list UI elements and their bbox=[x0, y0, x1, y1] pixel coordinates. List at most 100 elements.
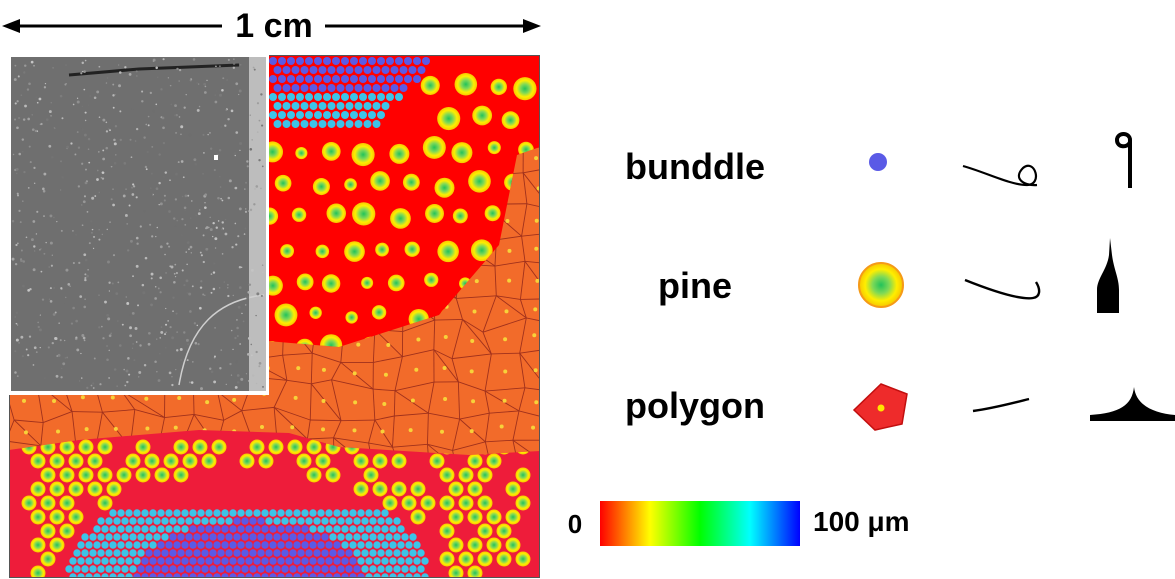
bundle-domain bbox=[417, 565, 425, 573]
pine-domain bbox=[448, 509, 464, 525]
photo-speckle bbox=[49, 241, 53, 245]
photo-speckle bbox=[112, 254, 116, 257]
bundle-domain bbox=[209, 549, 217, 557]
photo-speckle bbox=[45, 241, 47, 244]
photo-speckle bbox=[159, 202, 163, 206]
grain-boundary bbox=[310, 419, 342, 422]
photo-speckle bbox=[20, 249, 23, 252]
photo-speckle bbox=[116, 320, 119, 322]
photo-speckle bbox=[188, 248, 190, 251]
bundle-domain bbox=[261, 557, 269, 565]
grain-boundary bbox=[374, 415, 395, 421]
bundle-domain bbox=[113, 533, 121, 541]
photo-speckle bbox=[70, 142, 73, 145]
photo-speckle bbox=[230, 109, 234, 113]
pine-domain bbox=[437, 107, 461, 131]
bundle-domain bbox=[349, 509, 357, 517]
pine-domain bbox=[135, 467, 151, 483]
bundle-domain bbox=[169, 549, 177, 557]
bundle-domain bbox=[350, 93, 358, 101]
bundle-domain bbox=[205, 525, 213, 533]
photo-speckle bbox=[84, 258, 88, 262]
photo-speckle bbox=[183, 106, 186, 109]
photo-speckle bbox=[205, 247, 209, 251]
photo-speckle bbox=[90, 384, 93, 387]
photo-speckle bbox=[16, 192, 19, 195]
bundle-domain bbox=[345, 517, 353, 525]
photo-speckle bbox=[62, 362, 66, 366]
bundle-domain bbox=[381, 541, 389, 549]
scale-bar-arrow-left-icon bbox=[2, 19, 20, 33]
grain-boundary bbox=[14, 419, 44, 423]
bundle-domain bbox=[189, 541, 197, 549]
photo-speckle bbox=[36, 210, 39, 213]
bundle-domain bbox=[413, 75, 421, 83]
pine-domain bbox=[287, 439, 303, 455]
photo-speckle bbox=[18, 209, 21, 212]
bundle-domain bbox=[309, 557, 317, 565]
bundle-domain bbox=[332, 93, 340, 101]
bundle-domain bbox=[225, 565, 233, 573]
photo-speckle bbox=[122, 194, 126, 198]
grain-center-dot bbox=[173, 425, 178, 430]
photo-speckle bbox=[260, 187, 262, 190]
bundle-domain bbox=[77, 541, 85, 549]
photo-speckle bbox=[184, 194, 188, 198]
pine-domain bbox=[513, 77, 537, 101]
photo-speckle bbox=[96, 178, 99, 181]
photo-speckle bbox=[165, 347, 167, 349]
bundle-domain bbox=[185, 565, 193, 573]
photo-speckle bbox=[56, 355, 58, 357]
photo-speckle bbox=[47, 346, 50, 349]
photo-speckle bbox=[170, 103, 173, 106]
photo-speckle bbox=[37, 325, 40, 329]
bundle-domain bbox=[363, 66, 372, 74]
bundle-domain bbox=[269, 111, 277, 119]
pine-domain bbox=[325, 467, 341, 483]
bundle-domain bbox=[296, 93, 304, 101]
pine-domain bbox=[344, 178, 357, 191]
photo-speckle bbox=[53, 287, 56, 289]
grain-boundary bbox=[9, 400, 15, 421]
photo-speckle bbox=[94, 195, 97, 197]
spike-profile-icon bbox=[1097, 238, 1119, 313]
bundle-domain bbox=[269, 93, 277, 101]
photo-speckle bbox=[206, 79, 208, 82]
bundle-domain bbox=[265, 533, 273, 541]
bundle-domain bbox=[309, 102, 318, 110]
bundle-domain bbox=[305, 111, 313, 119]
bundle-domain bbox=[129, 549, 137, 557]
bundle-domain bbox=[365, 509, 373, 517]
grain-center-dot bbox=[474, 279, 479, 284]
grain-center-dot bbox=[380, 429, 385, 434]
bundle-domain bbox=[318, 102, 327, 110]
photo-speckle bbox=[182, 176, 185, 179]
bundle-domain bbox=[385, 565, 393, 573]
pine-domain bbox=[439, 523, 455, 539]
grain-center-dot bbox=[442, 366, 447, 371]
bundle-domain bbox=[417, 66, 426, 74]
photo-speckle bbox=[255, 350, 258, 354]
photo-speckle bbox=[119, 138, 122, 142]
photo-speckle bbox=[64, 83, 67, 86]
bundle-domain bbox=[145, 517, 153, 525]
grain-boundary bbox=[340, 362, 374, 390]
bundle-domain bbox=[93, 525, 101, 533]
pine-domain bbox=[144, 453, 160, 469]
bundle-domain bbox=[397, 557, 405, 565]
pine-domain bbox=[410, 481, 426, 497]
bundle-domain bbox=[145, 549, 153, 557]
photo-speckle bbox=[105, 82, 108, 84]
photo-speckle bbox=[98, 326, 101, 329]
photo-speckle bbox=[59, 94, 63, 98]
photo-speckle bbox=[35, 351, 38, 353]
grain-boundary bbox=[489, 410, 520, 414]
grain-boundary bbox=[368, 419, 376, 444]
legend-label-polygon: polygon bbox=[625, 385, 765, 426]
photo-speckle bbox=[246, 352, 250, 356]
photo-speckle bbox=[180, 160, 184, 163]
photo-speckle bbox=[43, 172, 47, 176]
photo-speckle bbox=[200, 387, 203, 391]
photo-speckle bbox=[135, 341, 138, 343]
photo-speckle bbox=[147, 124, 150, 127]
